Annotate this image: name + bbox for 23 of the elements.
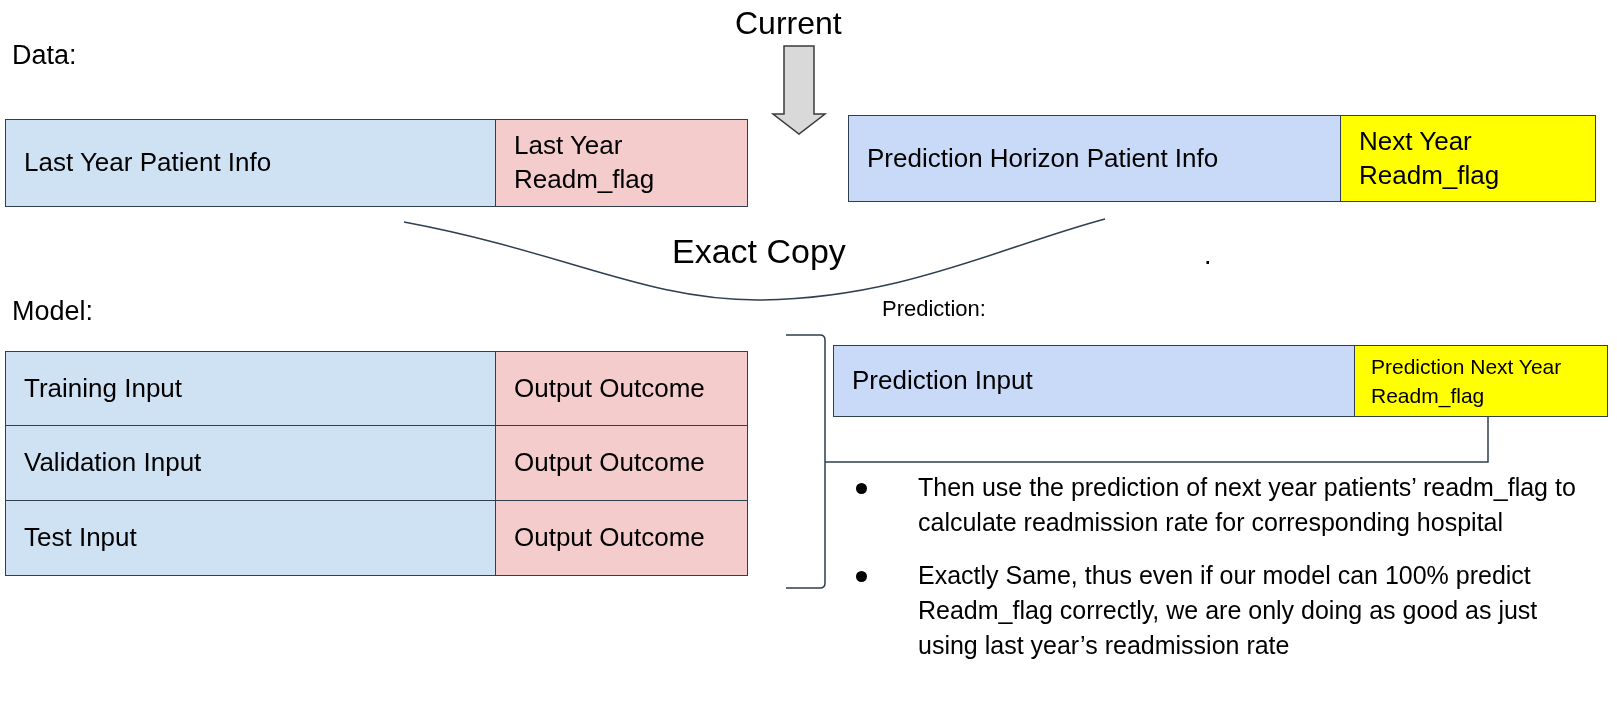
flag-box: Output Outcome (495, 425, 748, 501)
data-box: Training Input (5, 351, 496, 426)
data-box: Test Input (5, 500, 496, 576)
flag-box: Last Year Readm_flag (495, 119, 748, 207)
connector-line (824, 416, 1489, 463)
flag-box: Output Outcome (495, 351, 748, 426)
flag-box: Next Year Readm_flag (1340, 115, 1596, 202)
bracket-shape (786, 334, 826, 589)
label-text: . (1204, 240, 1212, 271)
label-text: Model: (12, 296, 94, 327)
flag-box: Output Outcome (495, 500, 748, 576)
data-box: Validation Input (5, 425, 496, 501)
label-text: Data: (12, 40, 77, 71)
data-box: Last Year Patient Info (5, 119, 496, 207)
input-box: Prediction Horizon Patient Info (848, 115, 1341, 202)
heading-text: Current (735, 2, 847, 44)
flag-box: Prediction Next Year Readm_flag (1354, 345, 1608, 417)
label-text: Prediction: (882, 296, 986, 322)
block-arrow (770, 45, 828, 135)
bullet-text: Then use the prediction of next year patients’ readm_flag to calculate readmission rate for corresponding hospital (850, 470, 1590, 540)
input-box: Prediction Input (833, 345, 1355, 417)
connector-line (403, 218, 1106, 301)
bullet-text: Exactly Same, thus even if our model can 100% predict Readm_flag correctly, we are only doing as good as just using last year’s readmission rate (850, 558, 1590, 663)
